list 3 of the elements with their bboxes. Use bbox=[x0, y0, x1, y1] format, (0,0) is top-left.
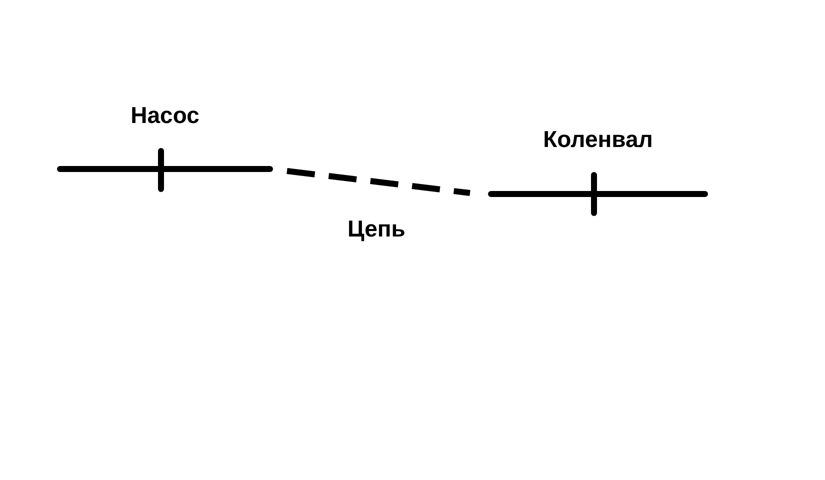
shaft-label: Насос bbox=[130, 101, 200, 130]
shaft-label: Коленвал bbox=[543, 125, 653, 154]
chain-line bbox=[286, 168, 470, 196]
